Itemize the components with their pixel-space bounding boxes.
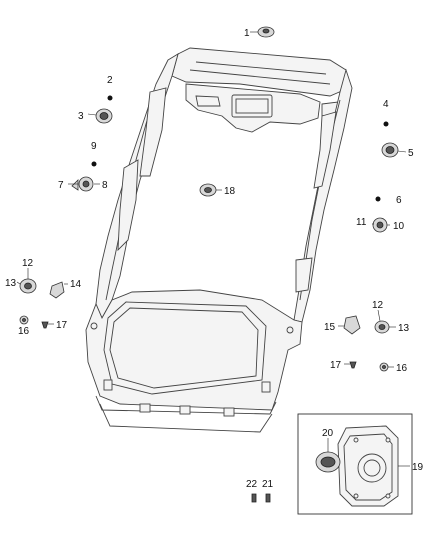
part-16-grommet-right [379, 362, 394, 372]
callout-17-left: 17 [56, 320, 68, 331]
part-21-22-fasteners [251, 493, 271, 503]
part-9-clip [91, 161, 97, 167]
part-10-11-speaker-right [372, 217, 390, 233]
callout-9: 9 [91, 141, 97, 152]
callout-19: 19 [412, 462, 424, 473]
callout-12-left: 12 [22, 258, 34, 269]
part-12-13-speaker-left-rear [16, 268, 37, 294]
subwoofer-inset [297, 413, 413, 515]
callout-7: 7 [58, 180, 64, 191]
callout-13-left: 13 [5, 278, 17, 289]
part-6-clip [375, 196, 381, 202]
callout-labels: 1 2 3 4 5 6 7 8 9 10 11 12 13 14 15 16 1… [5, 28, 424, 490]
callout-8: 8 [102, 180, 108, 191]
part-16-grommet-left [19, 315, 29, 325]
infotainment-screen [231, 94, 273, 118]
callout-14: 14 [70, 279, 82, 290]
callout-15: 15 [324, 322, 336, 333]
part-12-13-speaker-right-rear [374, 309, 396, 334]
callout-2: 2 [107, 75, 113, 86]
callout-18: 18 [224, 186, 236, 197]
part-4-clip [383, 121, 389, 127]
callout-3: 3 [78, 111, 84, 122]
part-17-screw-right [344, 361, 357, 369]
callout-1: 1 [244, 28, 250, 39]
callout-21: 21 [262, 479, 274, 490]
callout-12-right: 12 [372, 300, 384, 311]
callout-5: 5 [408, 148, 414, 159]
callout-22: 22 [246, 479, 258, 490]
callout-4: 4 [383, 99, 389, 110]
part-17-screw-left [41, 321, 54, 329]
part-15-bracket-right [338, 315, 361, 335]
callout-17-right: 17 [330, 360, 342, 371]
callout-11: 11 [356, 217, 367, 228]
vehicle-interior-body [85, 47, 353, 433]
callout-16-left: 16 [18, 326, 30, 337]
part-5-tweeter-right [381, 142, 407, 158]
callout-16-right: 16 [396, 363, 408, 374]
callout-13-right: 13 [398, 323, 410, 334]
part-2-clip [107, 95, 113, 101]
part-18-center-speaker [199, 183, 222, 197]
part-14-bracket-left [49, 281, 68, 299]
callout-20: 20 [322, 428, 334, 439]
callout-6: 6 [396, 195, 402, 206]
part-1-dome-speaker [250, 26, 275, 38]
part-7-8-speaker-left [68, 176, 100, 192]
callout-10: 10 [393, 221, 405, 232]
part-3-tweeter-left [87, 108, 113, 124]
